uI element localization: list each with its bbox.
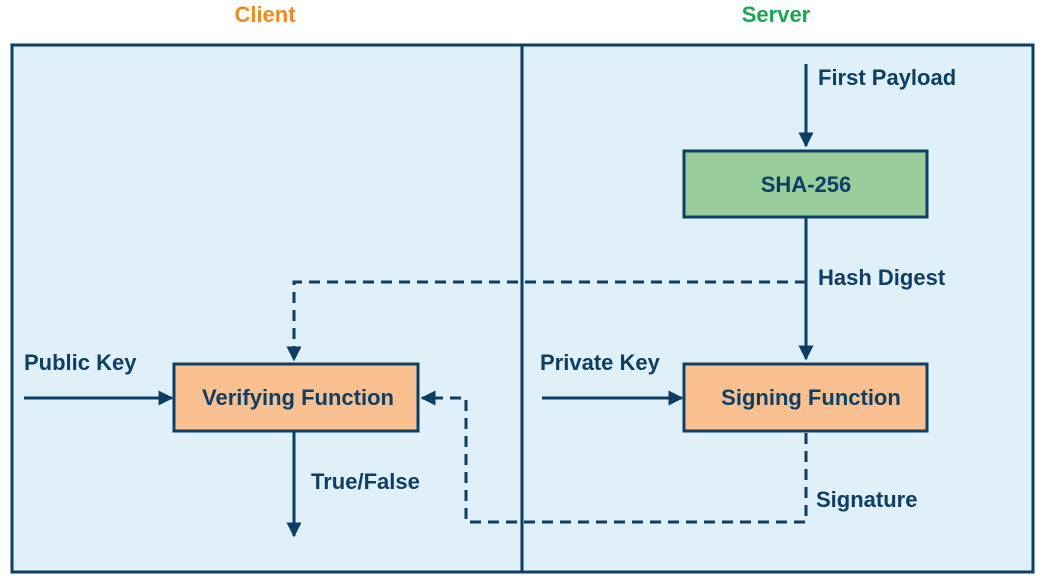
verifying-function-label: Verifying Function	[202, 385, 394, 410]
client-header: Client	[234, 2, 296, 27]
public-key-label: Public Key	[24, 350, 137, 375]
server-panel	[520, 43, 1035, 574]
private-key-label: Private Key	[540, 350, 661, 375]
sha-256-box	[682, 149, 929, 219]
server-header: Server	[742, 2, 811, 27]
hash-digest-label: Hash Digest	[818, 265, 946, 290]
sha-256-label: SHA-256	[761, 172, 851, 197]
signing-function-label: Signing Function	[721, 385, 901, 410]
signing-function-box	[682, 362, 929, 433]
hash-digest-dashed-path	[286, 280, 806, 362]
verifying-function-box	[172, 362, 420, 433]
signature-label: Signature	[816, 487, 917, 512]
first-payload-label: First Payload	[818, 65, 956, 90]
true-false-label: True/False	[311, 469, 420, 494]
client-panel	[10, 43, 524, 574]
signature-dashed-path	[420, 390, 808, 524]
